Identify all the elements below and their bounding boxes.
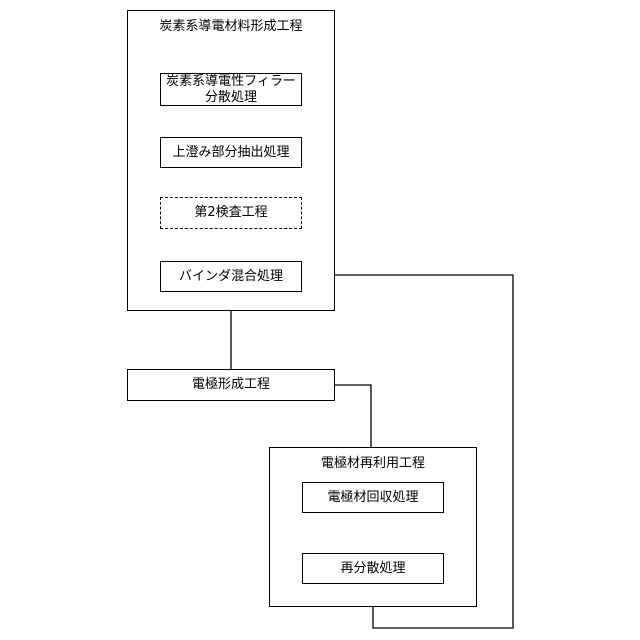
electrode-forming-label: 電極形成工程 (192, 377, 270, 393)
electrode-recovery-label: 電極材回収処理 (327, 490, 418, 506)
electrode-reuse-process-title: 電極材再利用工程 (270, 456, 476, 472)
second-inspection-step: 第2検査工程 (160, 197, 302, 229)
second-inspection-label: 第2検査工程 (194, 205, 267, 221)
redispersion-step: 再分散処理 (302, 553, 444, 584)
dispersion-step: 炭素系導電性フィラー 分散処理 (160, 73, 302, 106)
binder-mixing-step: バインダ混合処理 (160, 261, 302, 292)
carbon-material-process-title: 炭素系導電材料形成工程 (128, 19, 334, 35)
dispersion-step-label-line2: 分散処理 (205, 90, 257, 106)
electrode-recovery-step: 電極材回収処理 (302, 482, 444, 513)
connector-electrode-to-reuse (335, 385, 371, 447)
redispersion-label: 再分散処理 (340, 561, 405, 577)
supernatant-extraction-label: 上澄み部分抽出処理 (172, 145, 289, 161)
supernatant-extraction-step: 上澄み部分抽出処理 (160, 137, 302, 168)
electrode-forming-step: 電極形成工程 (127, 369, 335, 401)
binder-mixing-label: バインダ混合処理 (179, 269, 283, 285)
dispersion-step-label-line1: 炭素系導電性フィラー (166, 74, 296, 90)
